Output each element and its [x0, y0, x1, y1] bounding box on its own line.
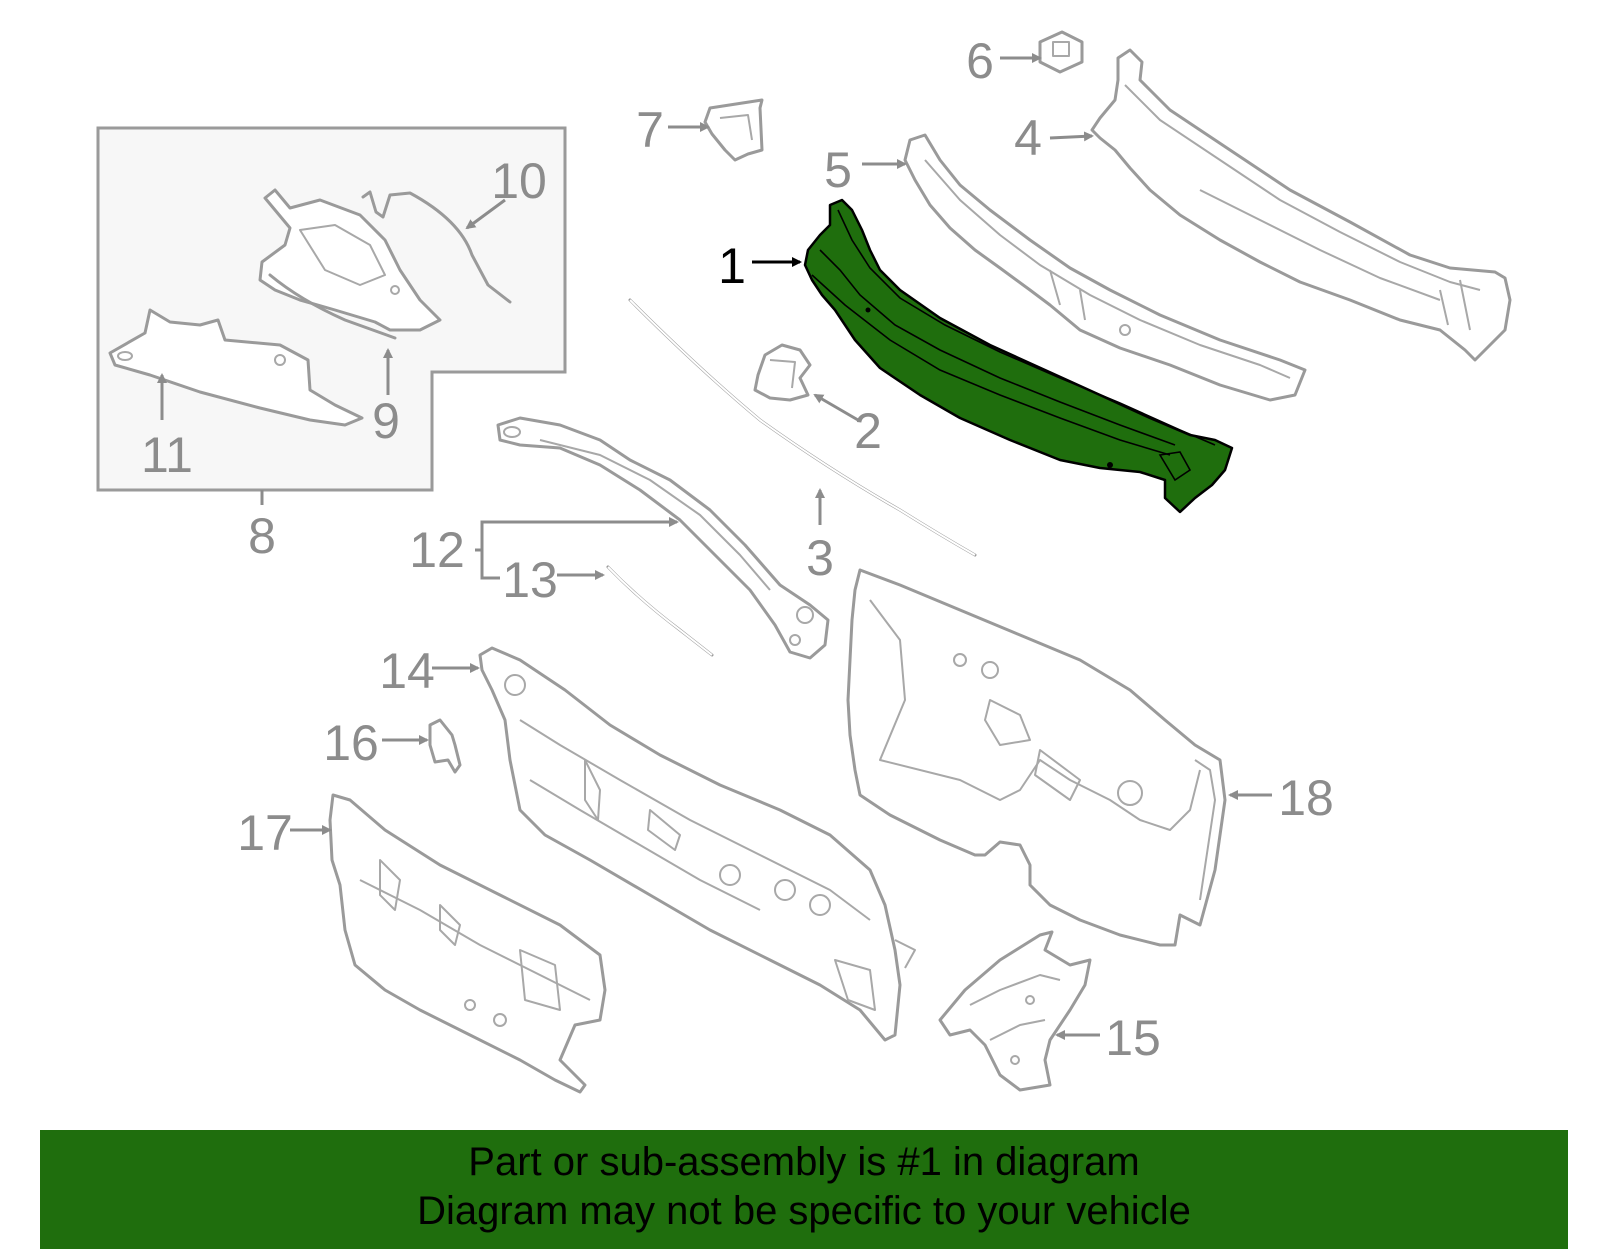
callout-3: 3 [806, 530, 834, 586]
callout-4: 4 [1014, 110, 1042, 166]
parts-diagram: 1 2 3 4 5 6 7 8 9 10 11 12 13 14 15 16 1… [96, 30, 1512, 1094]
callout-17: 17 [237, 805, 293, 861]
callout-11: 11 [141, 427, 193, 483]
callout-8: 8 [248, 508, 276, 564]
part-5-cowl-reinforcement [903, 133, 1307, 402]
part-18-dash-insulator [846, 568, 1227, 947]
part-14-dash-panel [478, 646, 902, 1042]
banner-line-1: Part or sub-assembly is #1 in diagram [468, 1140, 1140, 1184]
part-11-bracket [108, 308, 364, 427]
part-1-cowl-top-highlighted [803, 198, 1234, 514]
banner-line-2: Diagram may not be specific to your vehi… [417, 1189, 1191, 1233]
callout-6: 6 [966, 33, 994, 89]
part-6-clip [1038, 30, 1084, 74]
callout-7: 7 [636, 102, 664, 158]
callout-2: 2 [854, 403, 882, 459]
callout-1: 1 [718, 238, 746, 294]
callout-14: 14 [379, 643, 435, 699]
callout-10: 10 [491, 153, 547, 209]
part-16-plate [428, 718, 462, 774]
part-10-rod [361, 190, 512, 304]
part-4-cowl-panel [1090, 48, 1512, 362]
part-15-bracket [938, 930, 1092, 1092]
part-2-bracket [753, 343, 812, 402]
callout-13: 13 [502, 552, 558, 608]
callout-9: 9 [372, 393, 400, 449]
part-7-bracket [703, 98, 764, 162]
callout-15: 15 [1105, 1010, 1161, 1066]
info-banner: Part or sub-assembly is #1 in diagram Di… [40, 1130, 1568, 1249]
callout-18: 18 [1278, 770, 1334, 826]
part-12-support-bar [496, 416, 830, 660]
callout-5: 5 [824, 142, 852, 198]
callout-16: 16 [323, 715, 379, 771]
part-17-insulator [328, 793, 607, 1094]
callout-12: 12 [409, 522, 465, 578]
